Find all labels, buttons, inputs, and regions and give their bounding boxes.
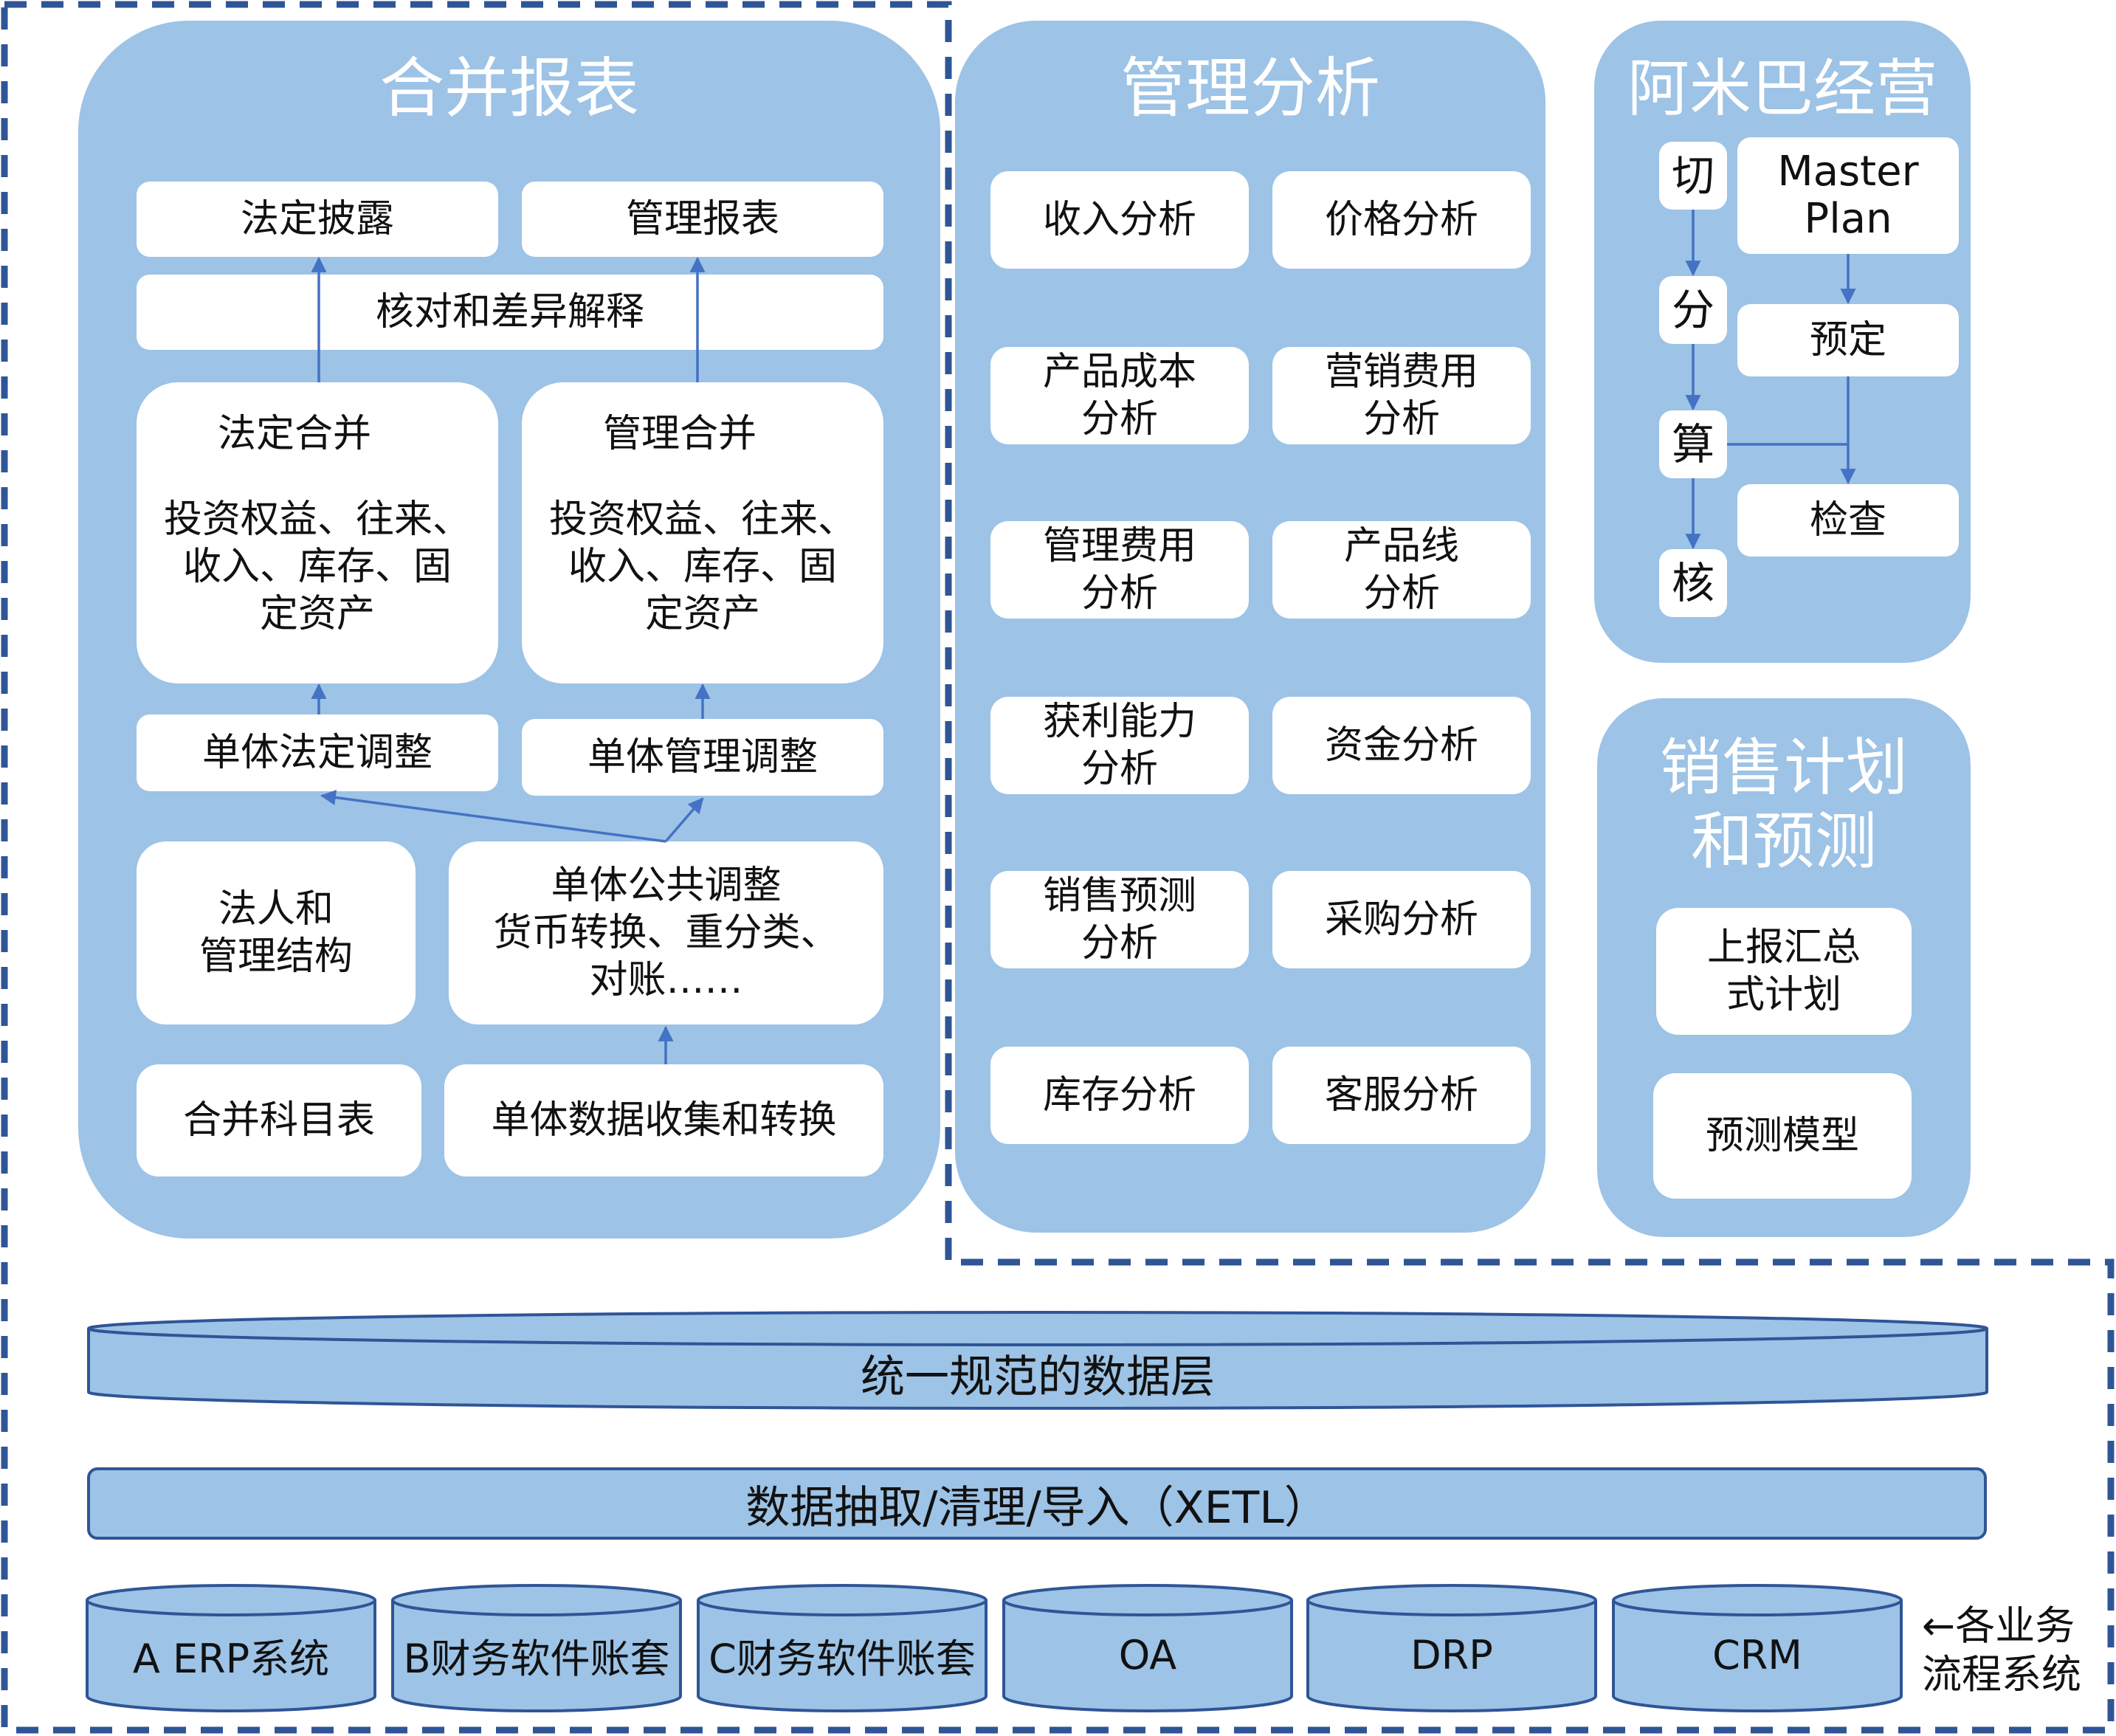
analysis-item: 产品线 分析 — [1272, 521, 1531, 619]
check-box: 检查 — [1737, 484, 1959, 557]
legal-structure-box: 法人和 管理结构 — [137, 841, 416, 1024]
analysis-item: 收入分析 — [990, 171, 1249, 269]
analysis-item: 资金分析 — [1272, 697, 1531, 794]
analysis-item: 管理费用 分析 — [990, 521, 1249, 619]
arrow-to-entity-management-adjust — [664, 797, 704, 843]
system-label: CRM — [1712, 1631, 1802, 1678]
forecast-model-box: 预测模型 — [1653, 1073, 1912, 1199]
sales-title: 销售计划 和预测 — [1659, 731, 1908, 878]
reconciliation-box: 核对和差异解释 — [137, 275, 883, 350]
statutory-consolidation-title: 法定合并 — [218, 412, 372, 456]
data-collection-box: 单体数据收集和转换 — [444, 1064, 883, 1177]
analysis-item: 库存分析 — [990, 1047, 1249, 1144]
amoeba-step-divide: 分 — [1659, 276, 1727, 344]
system-cylinder — [1002, 1584, 1293, 1712]
predetermine-box: 预定 — [1737, 304, 1959, 376]
etl-bar: 数据抽取/清理/导入（XETL） — [87, 1467, 1987, 1540]
statutory-disclosure-box: 法定披露 — [137, 182, 498, 257]
analysis-item: 产品成本 分析 — [990, 347, 1249, 444]
common-adjust-box: 单体公共调整 货币转换、重分类、 对账…… — [449, 841, 883, 1024]
analysis-item: 获利能力 分析 — [990, 697, 1249, 794]
statutory-consolidation-body: 投资权益、往来、 收入、库存、固 定资产 — [163, 497, 471, 636]
analysis-item: 采购分析 — [1272, 871, 1531, 968]
analysis-item: 价格分析 — [1272, 171, 1531, 269]
consolidation-title: 合并报表 — [379, 50, 639, 126]
analysis-title: 管理分析 — [1120, 50, 1380, 126]
management-consolidation-body: 投资权益、往来、 收入、库存、固 定资产 — [548, 497, 856, 636]
system-label: DRP — [1410, 1631, 1493, 1678]
analysis-item: 营销费用 分析 — [1272, 347, 1531, 444]
amoeba-step-cut: 切 — [1659, 142, 1727, 210]
arrow-to-entity-statutory-adjust — [320, 790, 666, 843]
amoeba-title: 阿米巴经营 — [1627, 52, 1937, 125]
management-consolidation-title: 管理合并 — [603, 412, 757, 456]
master-plan-box: Master Plan — [1737, 137, 1959, 254]
sales-report-plan-box: 上报汇总 式计划 — [1656, 908, 1912, 1035]
system-label: C财务软件账套 — [709, 1635, 976, 1682]
system-cylinder — [1306, 1584, 1597, 1712]
system-cylinder — [1612, 1584, 1903, 1712]
analysis-item: 客服分析 — [1272, 1047, 1531, 1144]
entity-statutory-adjust-box: 单体法定调整 — [137, 714, 498, 791]
system-cylinder — [697, 1584, 988, 1712]
analysis-item: 销售预测 分析 — [990, 871, 1249, 968]
system-label: OA — [1118, 1631, 1177, 1678]
amoeba-step-calculate: 算 — [1659, 410, 1727, 478]
amoeba-step-verify: 核 — [1659, 549, 1727, 617]
data-layer-label: 统一规范的数据层 — [861, 1351, 1215, 1403]
entity-management-adjust-box: 单体管理调整 — [522, 719, 883, 796]
systems-note: ←各业务 流程系统 — [1922, 1602, 2081, 1698]
system-cylinder — [86, 1584, 376, 1712]
system-label: A ERP系统 — [132, 1635, 330, 1682]
statutory-consolidation-box: 法定合并 投资权益、往来、 收入、库存、固 定资产 — [137, 382, 498, 683]
system-label: B财务软件账套 — [403, 1635, 670, 1682]
chart-of-accounts-box: 合并科目表 — [137, 1064, 421, 1177]
system-cylinder — [391, 1584, 682, 1712]
management-consolidation-box: 管理合并 投资权益、往来、 收入、库存、固 定资产 — [522, 382, 883, 683]
management-report-box: 管理报表 — [522, 182, 883, 257]
